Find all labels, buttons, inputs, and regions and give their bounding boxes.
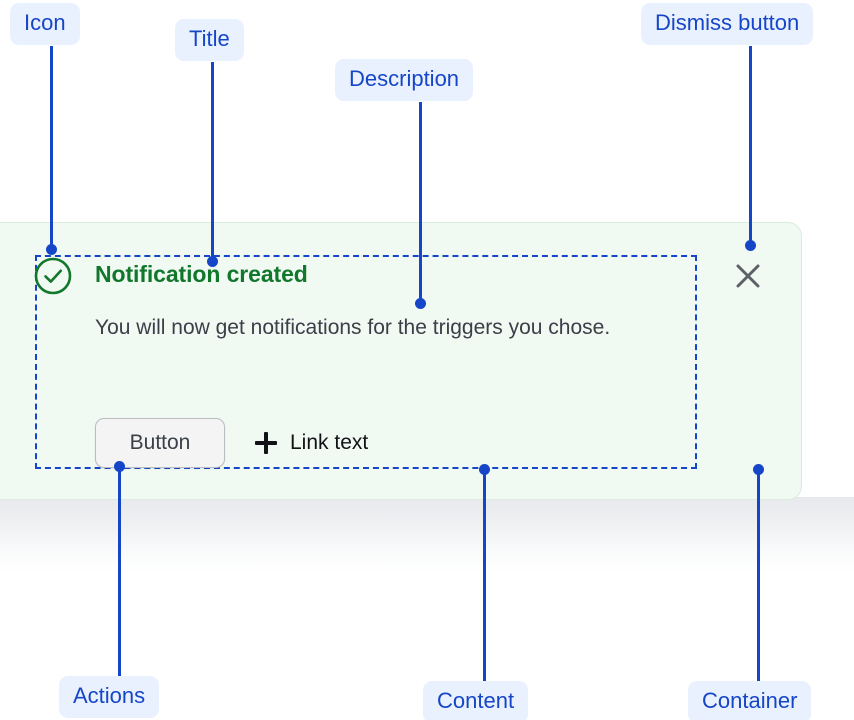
annotation-label-actions: Actions <box>59 676 160 718</box>
annotation-label-description: Description <box>335 59 474 101</box>
annotation-leader-actions <box>118 470 121 676</box>
annotation-leader-icon <box>50 46 53 251</box>
close-x-icon <box>736 264 760 288</box>
annotation-label-container: Container <box>688 681 812 720</box>
annotation-leader-title <box>211 62 214 258</box>
annotation-leader-description <box>419 102 422 301</box>
link-action-label: Link text <box>290 431 369 454</box>
card-drop-shadow <box>0 497 854 572</box>
annotation-label-icon: Icon <box>10 3 80 45</box>
notification-description: You will now get notifications for the t… <box>95 316 611 339</box>
annotation-dot-dismiss <box>745 240 756 251</box>
annotation-label-dismiss: Dismiss button <box>641 3 814 45</box>
annotation-dot-content <box>479 464 490 475</box>
dismiss-button[interactable] <box>730 258 766 294</box>
primary-action-button[interactable]: Button <box>95 418 225 468</box>
notification-title: Notification created <box>95 261 308 287</box>
notification-actions: Button Link text <box>95 418 368 468</box>
annotation-label-title: Title <box>175 19 244 61</box>
annotation-leader-container <box>757 474 760 681</box>
annotation-leader-content <box>483 474 486 681</box>
annotation-dot-actions <box>114 461 125 472</box>
annotation-dot-title <box>207 256 218 267</box>
annotation-dot-description <box>415 298 426 309</box>
annotation-label-content: Content <box>423 681 529 720</box>
plus-icon <box>255 432 277 454</box>
annotation-dot-icon <box>46 244 57 255</box>
annotation-dot-container <box>753 464 764 475</box>
success-check-circle-icon <box>33 256 73 296</box>
annotation-leader-dismiss <box>749 46 752 246</box>
notification-content-outline <box>35 255 697 469</box>
link-action[interactable]: Link text <box>255 431 368 455</box>
